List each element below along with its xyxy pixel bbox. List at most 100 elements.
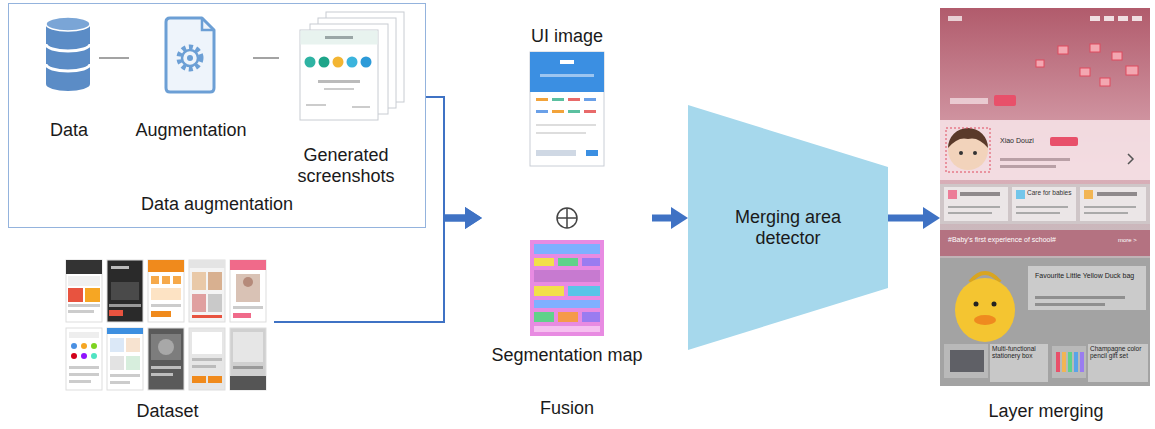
group-box: Data augmentationDataAugmentationGenerat… [8,3,426,228]
dataset-thumbnails-part [230,260,266,322]
layer-merging-screenshot-part [955,278,1015,342]
dataset-thumbnails-part-part [148,328,184,390]
dataset-thumbnails-part-part [230,376,266,390]
layer-merging-screenshot-part [960,192,1000,196]
dataset-thumbnails-part-part [151,373,173,376]
layer-merging-screenshot-part [944,187,1008,221]
layer-merging-screenshot-part-part [1080,68,1090,76]
segmentation-map-image-part [530,240,604,336]
connector [888,207,940,229]
generated-screenshots-image-part [306,104,326,106]
dataset-thumbnails-part-part [107,328,143,334]
dataset-thumbnails-part-part [91,353,97,359]
arrow-shaft [444,215,466,222]
dataset-thumbnails-part-part [208,376,222,383]
generated-screenshots-image-part [333,57,344,68]
layer-merging-screenshot-part [1097,192,1137,196]
ui-image-part [536,110,548,113]
dataset-thumbnails-part-part [81,353,87,359]
layer-merging-screenshot-part [1050,137,1078,146]
dataset-thumbnails-part-part [111,266,129,269]
node-label: Segmentation map [491,345,642,366]
layer-merging-screenshot-part [990,344,1048,382]
connector-line [443,97,445,218]
dataset-thumbnails-part-part [110,374,140,377]
segmentation-map-image-part [534,270,600,282]
layer-merging-screenshot-part [1068,352,1072,372]
dataset-thumbnails-part-part [151,288,181,300]
fusion-symbol-part [557,208,577,228]
database-icon-part [46,17,90,31]
fusion-group: UI imageSegmentation mapFusion [482,26,652,422]
layer-merging-screenshot-part [948,190,957,199]
generated-screenshots-image-part [352,106,370,108]
augmentation-icon-part [179,47,201,69]
layer-merging-screenshot-part [1016,190,1025,199]
generated-screenshots-image-part [300,30,378,120]
dataset-thumbnails-part-part [151,276,159,284]
connector [253,58,279,59]
dataset-thumbnails-part-part [173,276,181,284]
layer-merging-screenshot-part [1000,165,1056,168]
layer-merging-screenshot-part [948,16,962,21]
generated-screenshots-image-part [319,57,330,68]
screen-text: #Baby's first experience of school# [948,236,1056,244]
layer-merging-screenshot-part [974,315,996,325]
layer-merging-screenshot-part [1080,352,1084,372]
layer-merging-screenshot-part [1104,16,1114,21]
layer-merging-screenshot-part [1090,16,1100,21]
layer-merging-screenshot-part-part [1126,66,1138,75]
layer-merging-screenshot-part-part [1058,46,1068,54]
dataset-thumbnails-part-part [208,294,222,312]
label-holder: Champagne color pencil gift set [1090,345,1146,360]
segmentation-map-image-part [582,258,600,266]
layer-merging-screenshot-part [1035,303,1105,306]
dataset-thumbnails-part-part [71,353,77,359]
dataset-thumbnails-part-part [192,376,206,383]
layer-merging-screenshot-part [948,212,992,214]
fusion-symbol-part [557,208,577,228]
dataset-thumbnails-part [189,260,225,322]
layer-merging-screenshot-part [1132,16,1142,21]
node-label: Data augmentation [141,194,293,215]
layer-merging-screenshot-part [1084,206,1136,208]
layer-merging-screenshot-part [1052,346,1086,378]
node-label: Generated screenshots [286,145,406,187]
dataset-thumbnails-part-part [66,328,102,390]
dataset-thumbnails-part-part [233,332,263,362]
ui-image-part [536,132,586,134]
augmentation-icon [166,18,214,92]
layer-merging-screenshot-part [1062,352,1066,372]
ui-image-part [530,52,604,92]
dataset-thumbnails-part-part [192,294,206,312]
dataset-thumbnails-part [189,328,225,390]
dataset-thumbnails-part-part [233,366,263,369]
layer-merging-screenshot-part-part [1112,52,1122,60]
dataset-thumbnails-part-part [111,282,139,300]
dataset-thumbnails-part-part [85,288,100,302]
dataset-thumbnails-part-part [69,373,99,376]
screen-text: Champagne color pencil gift set [1090,345,1146,360]
segmentation-map-image-part [582,312,600,322]
dataset-thumbnails-part-part [208,272,222,290]
layer-merging-screenshot-part [948,206,1000,208]
segmentation-map-image-part [534,258,554,266]
layer-merging-screenshot-part [1128,154,1133,164]
layer-merging-screenshot-part [994,95,1016,106]
image-node: Dataset [60,255,275,422]
dataset-thumbnails-part-part [69,380,91,383]
dataset-thumbnails-part-part [66,260,102,274]
layer-merging-screenshot-part [1000,158,1070,161]
dataset-thumbnails-part-part [68,304,100,307]
layer-merging-screenshot-part-part [1100,78,1110,86]
dataset-thumbnails-part-part [110,381,130,384]
layer-merging-screenshot-part [1036,44,1138,86]
ui-image-part [552,98,564,101]
node-label: Merging area detector [723,207,853,249]
dataset-thumbnails-part-part [110,338,124,352]
dataset-thumbnails-part-part [151,304,181,307]
process-trapezoid: Merging area detector [688,105,888,350]
layer-merging-screenshot [940,8,1150,386]
connector-line [443,218,445,322]
ui-image-part [530,52,604,166]
